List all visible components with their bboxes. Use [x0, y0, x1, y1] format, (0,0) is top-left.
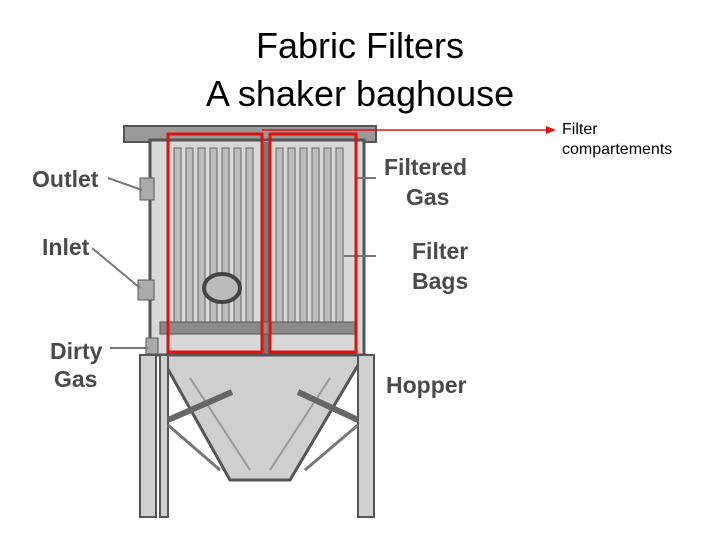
label-filtered-1: Filtered: [384, 154, 467, 180]
label-hopper: Hopper: [386, 372, 467, 398]
annotation-filter-compartments: Filter compartements: [562, 120, 672, 160]
inspection-port: [204, 274, 240, 302]
annotation-line-2: compartements: [562, 140, 672, 160]
compartment-arrow-head: [546, 126, 556, 134]
inlet-pipe: [138, 280, 154, 300]
tube-sheet: [160, 322, 356, 334]
label-dirty-1: Dirty: [50, 338, 102, 364]
label-outlet: Outlet: [32, 166, 98, 192]
label-bags-1: Filter: [412, 238, 468, 264]
label-dirty-2: Gas: [54, 366, 97, 392]
dirty-gas-pipe: [146, 338, 158, 354]
label-bags-2: Bags: [412, 268, 468, 294]
label-filtered-2: Gas: [406, 184, 449, 210]
label-inlet: Inlet: [42, 234, 89, 260]
annotation-line-1: Filter: [562, 120, 672, 140]
hopper: [160, 355, 364, 480]
